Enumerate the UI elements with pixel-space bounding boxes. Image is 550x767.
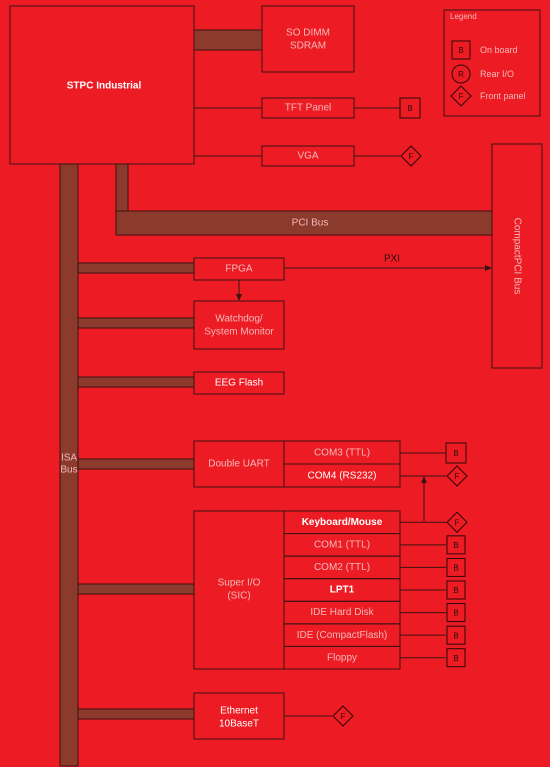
connector-symbol: B	[453, 541, 458, 550]
legend-rear-label: Rear I/O	[480, 69, 514, 79]
legend-rear-symbol: R	[458, 70, 464, 79]
legend-onboard-square-icon	[451, 40, 471, 60]
superio-label-line2: (SIC)	[227, 591, 250, 602]
legend-onboard-label: On board	[480, 45, 518, 55]
onboard-connector-icon	[446, 648, 466, 668]
legend-front-symbol: F	[459, 92, 464, 101]
onboard-connector-icon	[446, 557, 466, 577]
front-panel-connector-icon	[446, 511, 468, 533]
superio-port-label: IDE (CompactFlash)	[297, 630, 388, 641]
legend-title: Legend	[450, 12, 477, 21]
compactpci-label: CompactPCI Bus	[511, 218, 522, 295]
watchdog-label-line2: System Monitor	[204, 327, 274, 338]
watchdog-block	[193, 300, 285, 350]
superio-port-label: Keyboard/Mouse	[302, 517, 383, 528]
legend-onboard-symbol: B	[458, 46, 463, 55]
connector-symbol: B	[453, 631, 458, 640]
connector-symbol: B	[453, 609, 458, 618]
ethernet-symbol: F	[341, 712, 346, 721]
pxi-label: PXI	[384, 254, 400, 265]
isa-bus-label-line1: ISA	[61, 453, 77, 464]
uart-port-com3-label: COM3 (TTL)	[314, 448, 370, 459]
eeprom-block	[193, 371, 285, 395]
onboard-connector-icon	[446, 535, 466, 555]
dimm-block	[261, 5, 355, 73]
pci-bus-riser	[115, 163, 129, 213]
dimm-label-line1: SO DIMM	[286, 28, 330, 39]
tft-label: TFT Panel	[285, 103, 332, 114]
isa-branch-ethernet	[77, 708, 195, 720]
legend-rear-circle-icon	[451, 64, 471, 84]
connector-symbol: B	[453, 564, 458, 573]
uart-label: Double UART	[208, 459, 270, 470]
isa-branch-superio	[77, 583, 195, 595]
isa-branch-watchdog	[77, 317, 195, 329]
superio-port-label: Floppy	[327, 652, 357, 663]
legend: Legend B On board R Rear I/O F Front pan…	[443, 9, 541, 117]
isa-branch-eeprom	[77, 376, 195, 388]
com4-symbol: F	[455, 472, 460, 481]
ethernet-label-line1: Ethernet	[220, 706, 258, 717]
superio-port-label: COM1 (TTL)	[314, 539, 370, 550]
legend-front-label: Front panel	[480, 91, 526, 101]
connector-symbol: B	[453, 654, 458, 663]
legend-front-diamond-icon	[450, 85, 472, 107]
superio-port-label: COM2 (TTL)	[314, 562, 370, 573]
superio-label-line1: Super I/O	[218, 578, 261, 589]
compactpci-block	[491, 143, 543, 369]
isa-branch-fpga	[77, 262, 195, 274]
tft-onboard-connector-icon	[399, 97, 421, 119]
cpu-label: STPC Industrial	[67, 81, 142, 92]
pxi-arrow-icon	[485, 265, 492, 271]
superio-port-label: IDE Hard Disk	[310, 607, 374, 618]
watchdog-label-line1: Watchdog/	[215, 314, 263, 325]
com4-front-panel-connector-icon	[446, 465, 468, 487]
tft-symbol: B	[407, 104, 412, 113]
superio-port-list: Keyboard/Mouse F COM1 (TTL) B COM2 (TTL) B LPT…	[283, 510, 468, 670]
vga-symbol: F	[409, 152, 414, 161]
connector-symbol: B	[453, 586, 458, 595]
pci-bus	[115, 210, 493, 236]
uart-port-com4-label: COM4 (RS232)	[308, 471, 377, 482]
eeprom-label: EEG Flash	[215, 378, 263, 389]
isa-bus-label-line2: Bus	[60, 465, 77, 476]
cpu-block	[9, 5, 195, 165]
onboard-connector-icon	[446, 603, 466, 623]
fpga-label: FPGA	[225, 264, 253, 275]
onboard-connector-icon	[446, 625, 466, 645]
connector-symbol: F	[455, 518, 460, 527]
vga-label: VGA	[297, 151, 318, 162]
memory-bus	[193, 29, 263, 51]
ethernet-label-line2: 10BaseT	[219, 719, 259, 730]
dimm-label-line2: SDRAM	[290, 41, 326, 52]
pci-bus-label: PCI Bus	[292, 218, 329, 229]
fpga-watchdog-arrow-icon	[236, 294, 242, 301]
onboard-connector-icon	[446, 580, 466, 600]
isa-branch-uart	[77, 458, 195, 470]
vga-front-panel-connector-icon	[400, 145, 422, 167]
com3-onboard-connector-icon	[445, 442, 467, 464]
com3-symbol: B	[453, 449, 458, 458]
kbd-com4-arrow-icon	[421, 476, 427, 483]
ethernet-front-panel-connector-icon	[332, 705, 354, 727]
superio-port-label: LPT1	[330, 585, 355, 596]
